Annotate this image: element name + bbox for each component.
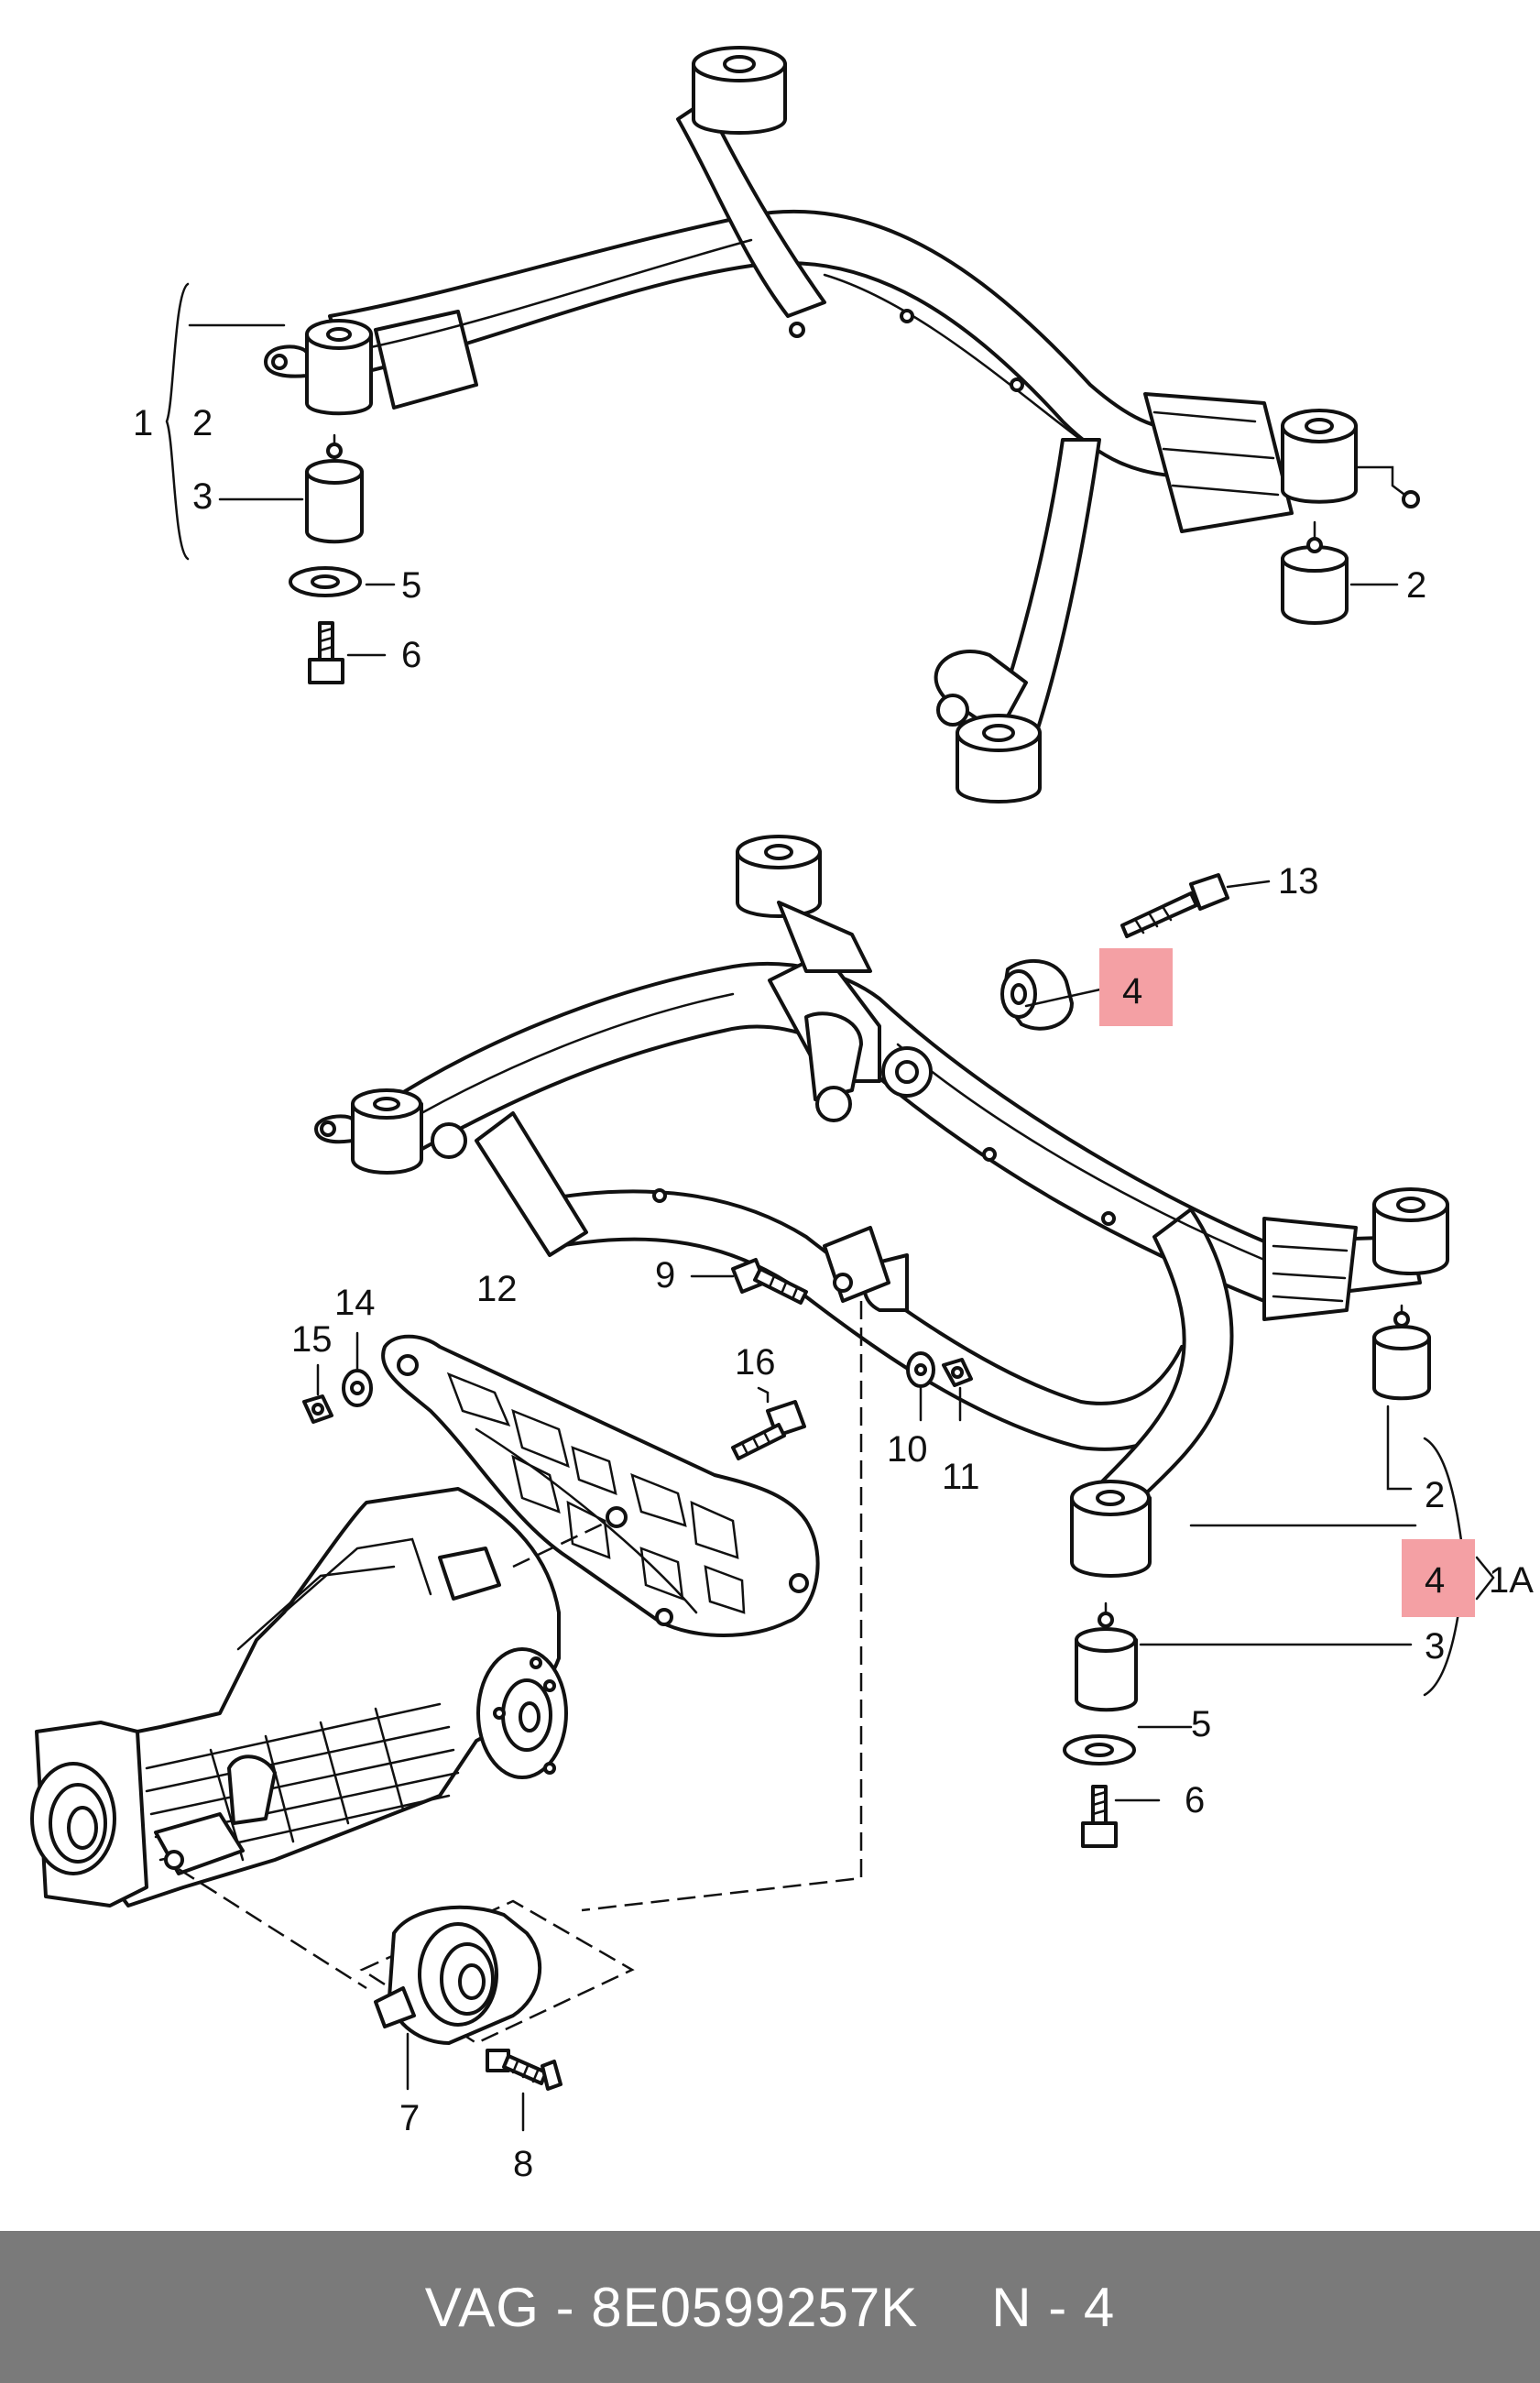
highlight-4-upper: [1099, 948, 1173, 1026]
callout-1-upper: 1: [133, 403, 153, 443]
callout-14: 14: [334, 1283, 376, 1323]
callout-3-upper: 3: [192, 476, 213, 517]
callout-2-upper-right: 2: [1406, 565, 1426, 606]
part-number: 8E0599257K: [591, 2276, 919, 2338]
bracket-12: [381, 1334, 820, 1637]
callout-3-lower: 3: [1425, 1626, 1445, 1667]
callout-2-upper-left: 2: [192, 403, 213, 443]
callout-1A: 1A: [1489, 1560, 1534, 1601]
position-label: N - 4: [991, 2276, 1116, 2338]
bush-4-lower: [1063, 1480, 1152, 1848]
bush-4-upper: [1000, 873, 1229, 1031]
callout-12: 12: [476, 1269, 518, 1309]
parts-diagram: 1 2 3 5 6 2 13 4 9 12 14 15 16 10 11 2 4…: [30, 46, 1534, 2184]
callout-16: 16: [735, 1342, 776, 1383]
callout-10: 10: [887, 1429, 928, 1470]
lower-subframe: [314, 835, 1468, 1848]
callout-6-upper: 6: [401, 635, 421, 675]
callout-5-upper: 5: [401, 565, 421, 606]
callout-8: 8: [513, 2144, 533, 2184]
bolt-8: [486, 2049, 562, 2132]
callout-9: 9: [655, 1255, 675, 1295]
brand-label: VAG: [424, 2276, 540, 2338]
mount-7: [359, 1899, 635, 2091]
callout-15: 15: [291, 1319, 333, 1360]
upper-subframe: [165, 46, 1420, 803]
callout-4-lower: 4: [1425, 1560, 1445, 1601]
highlight-4-lower: [1402, 1539, 1475, 1617]
part-number-footer: VAG - 8E0599257K N - 4: [0, 2231, 1540, 2383]
callout-13: 13: [1278, 861, 1319, 902]
callout-4-upper: 4: [1122, 971, 1142, 1011]
callout-11: 11: [942, 1457, 980, 1497]
fasteners-14-15-16: [302, 1331, 806, 1460]
callout-2-lower: 2: [1425, 1475, 1445, 1515]
callout-5-lower: 5: [1191, 1704, 1211, 1744]
callout-6-lower: 6: [1185, 1780, 1205, 1820]
callout-7: 7: [399, 2098, 420, 2138]
separator: -: [539, 2276, 592, 2338]
differential-housing: [30, 1487, 568, 1907]
